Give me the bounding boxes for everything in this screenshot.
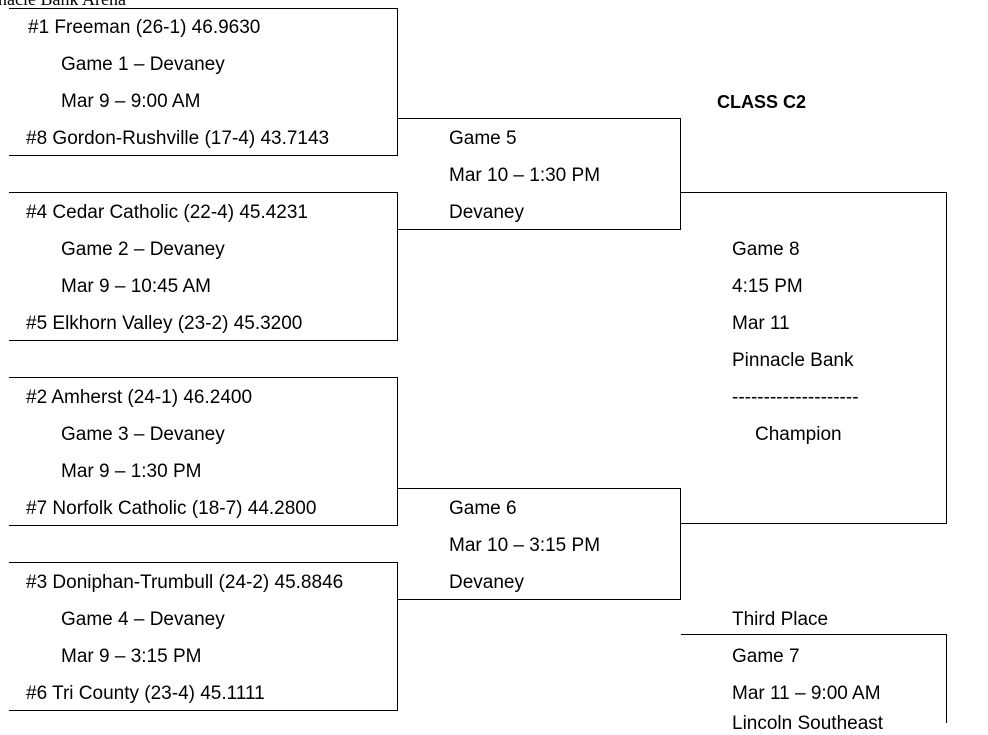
game6-time: Mar 10 – 3:15 PM [449, 535, 601, 556]
game5-label: Game 5 [449, 128, 517, 149]
bracket-line-third-top [681, 634, 947, 635]
game3-time: Mar 9 – 1:30 PM [61, 461, 202, 482]
game2-label: Game 2 – Devaney [61, 239, 225, 260]
game8-separator: -------------------- [732, 387, 859, 408]
game5-time: Mar 10 – 1:30 PM [449, 165, 601, 186]
bracket-line-g4-top [9, 562, 398, 563]
champion-label: Champion [755, 424, 842, 445]
bracket-line-g2-right [397, 192, 398, 341]
game1-team-top: #1 Freeman (26-1) 46.9630 [28, 17, 261, 38]
game6-label: Game 6 [449, 498, 517, 519]
game8-label: Game 8 [732, 239, 800, 260]
bracket-line-g1-right [397, 8, 398, 156]
bracket-line-final-top [681, 192, 947, 193]
game3-label: Game 3 – Devaney [61, 424, 225, 445]
bracket-line-final-right [946, 192, 947, 524]
bracket-line-g3-right [397, 377, 398, 526]
bracket-line-g2-bottom [9, 340, 398, 341]
third-place-title: Third Place [732, 609, 829, 630]
game8-time: 4:15 PM [732, 276, 803, 297]
game7-label: Game 7 [732, 646, 800, 667]
bracket-line-g4-right [397, 562, 398, 711]
game4-team-bottom: #6 Tri County (23-4) 45.1111 [26, 683, 265, 704]
bracket-line-g5-right [680, 118, 681, 230]
bracket-line-g3-top [9, 377, 398, 378]
game3-team-bottom: #7 Norfolk Catholic (18-7) 44.2800 [26, 498, 317, 519]
game7-venue-cut: Lincoln Southeast [732, 713, 884, 734]
arena-title-cut: nacle Bank Arena [0, 0, 126, 11]
bracket-line-g5-top [398, 118, 681, 119]
game2-team-top: #4 Cedar Catholic (22-4) 45.4231 [26, 202, 309, 223]
game4-team-top: #3 Doniphan-Trumbull (24-2) 45.8846 [26, 572, 344, 593]
game6-venue: Devaney [449, 572, 524, 593]
game8-venue: Pinnacle Bank [732, 350, 854, 371]
game1-time: Mar 9 – 9:00 AM [61, 91, 201, 112]
bracket-line-g6-top [398, 488, 681, 489]
game5-venue: Devaney [449, 202, 524, 223]
bracket-line-g4-bottom [9, 710, 398, 711]
game3-team-top: #2 Amherst (24-1) 46.2400 [26, 387, 253, 408]
bracket-line-final-bottom [681, 523, 947, 524]
game4-label: Game 4 – Devaney [61, 609, 225, 630]
game1-label: Game 1 – Devaney [61, 54, 225, 75]
game8-date: Mar 11 [732, 313, 790, 334]
game7-time: Mar 11 – 9:00 AM [732, 683, 881, 704]
class-label: CLASS C2 [717, 92, 807, 112]
game4-time: Mar 9 – 3:15 PM [61, 646, 202, 667]
bracket-line-g1-bottom [9, 155, 398, 156]
bracket-line-g6-bottom [398, 599, 681, 600]
game2-time: Mar 9 – 10:45 AM [61, 276, 211, 297]
game2-team-bottom: #5 Elkhorn Valley (23-2) 45.3200 [26, 313, 303, 334]
bracket-line-g5-bottom [398, 229, 681, 230]
bracket-line-g1-top [9, 8, 398, 9]
bracket-line-g2-top [9, 192, 398, 193]
bracket-line-third-right [946, 634, 947, 723]
bracket-line-g3-bottom [9, 525, 398, 526]
game1-team-bottom: #8 Gordon-Rushville (17-4) 43.7143 [26, 128, 330, 149]
bracket-line-g6-right [680, 488, 681, 600]
